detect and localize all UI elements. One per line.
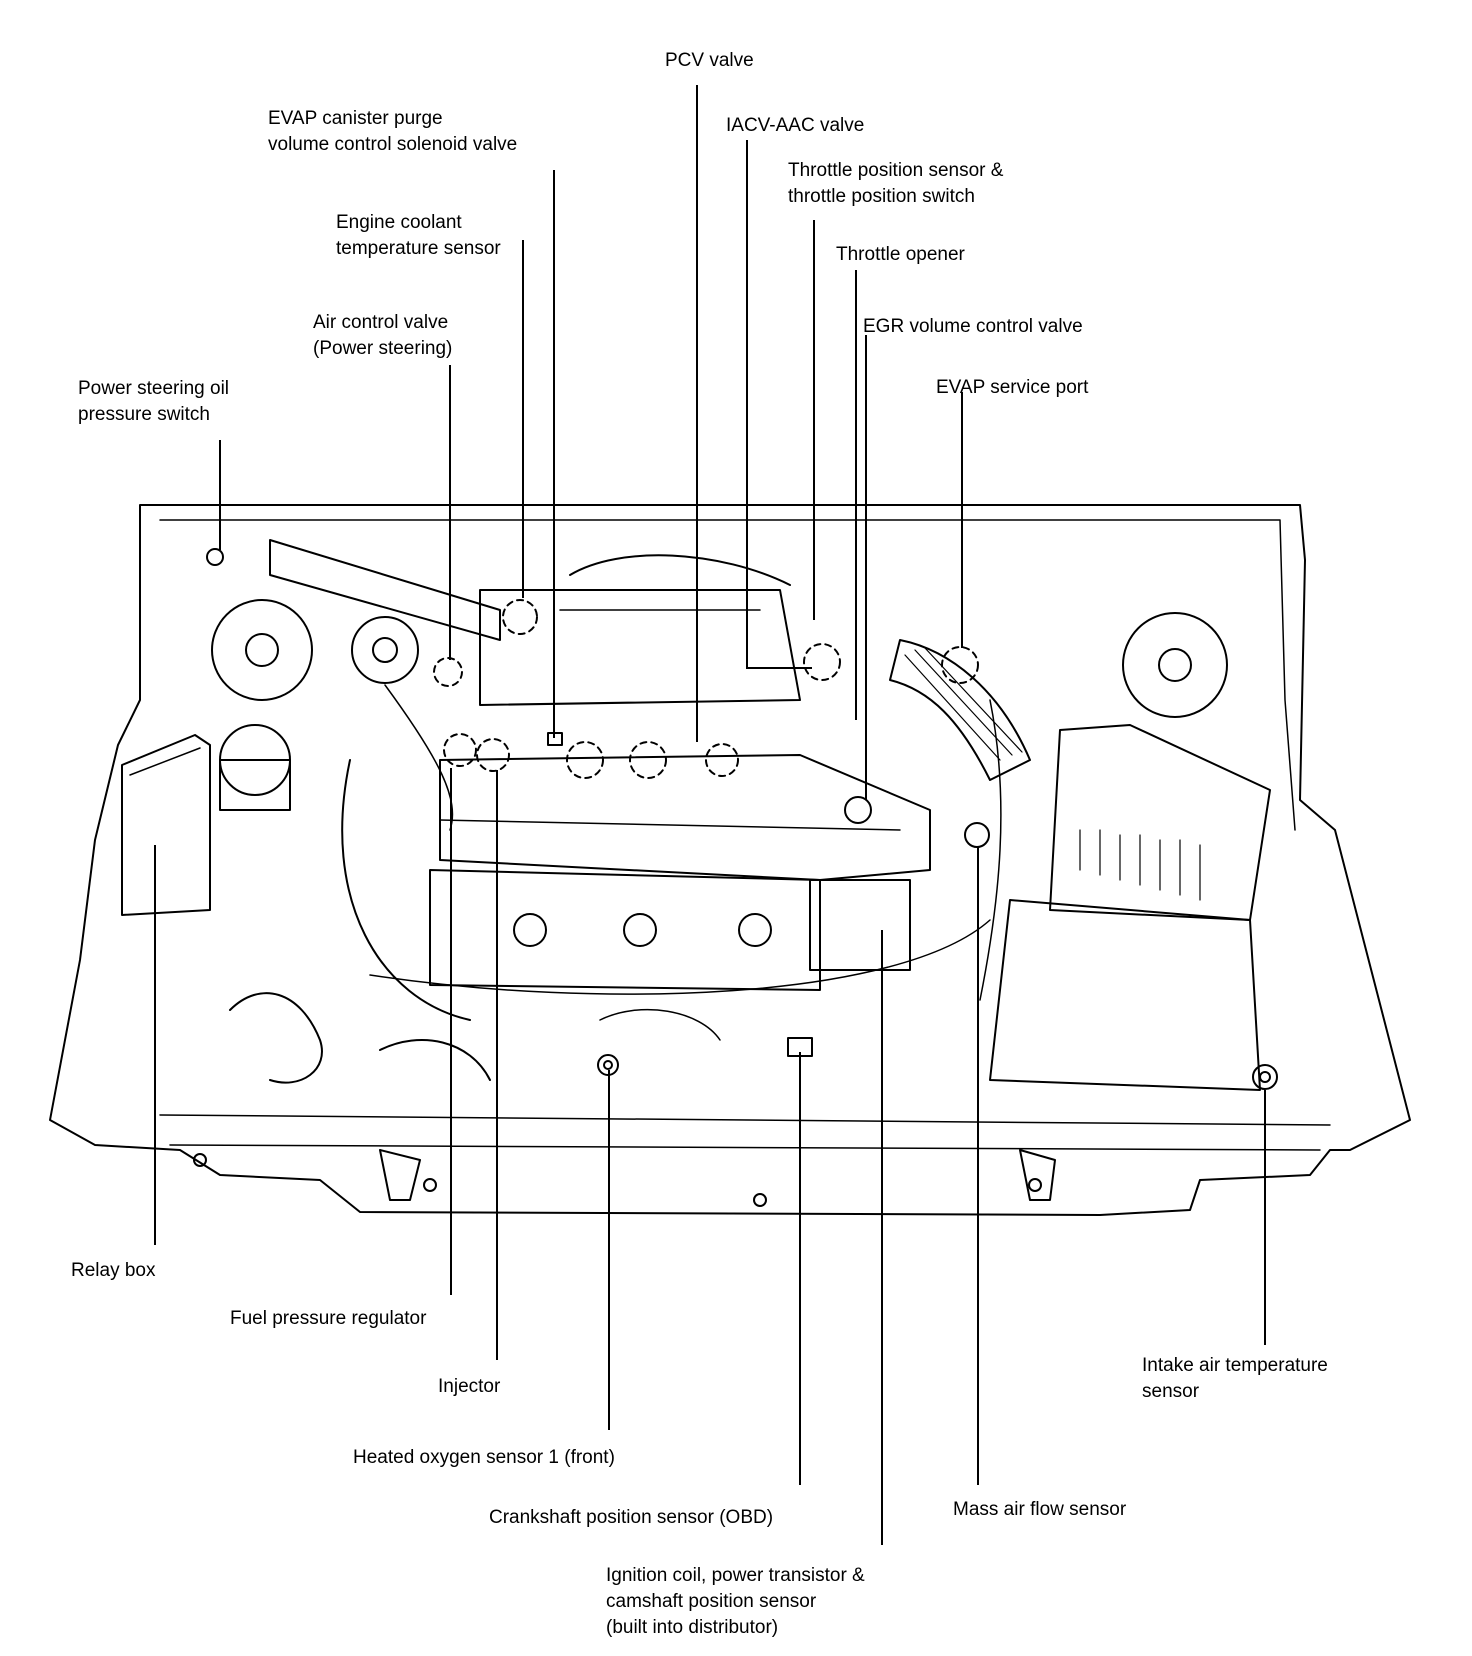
label-evap-canister-purge: EVAP canister purge volume control solen… (268, 108, 518, 155)
label-intake-air-temperature-sensor: Intake air temperature sensor (1142, 1355, 1328, 1402)
label-air-control-valve: Air control valve (Power steering) (313, 312, 453, 359)
air-cleaner (1049, 724, 1271, 921)
battery (989, 899, 1261, 1091)
label-mass-air-flow-sensor: Mass air flow sensor (953, 1499, 1127, 1520)
relay-box-shape (121, 734, 211, 916)
engine-bay-outline (49, 504, 1411, 1216)
label-throttle-opener: Throttle opener (836, 244, 965, 265)
bay-inner-edge (159, 519, 1296, 831)
reservoir (351, 616, 419, 684)
label-crankshaft-position-sensor: Crankshaft position sensor (OBD) (489, 1507, 774, 1528)
label-engine-coolant-temperature-sensor: Engine coolant temperature sensor (336, 212, 501, 259)
valve-cover (429, 869, 821, 991)
intake-duct (889, 639, 1031, 781)
label-ignition-coil: Ignition coil, power transistor & camsha… (606, 1565, 865, 1638)
distributor (809, 879, 911, 971)
label-relay-box: Relay box (71, 1260, 156, 1281)
label-heated-oxygen-sensor: Heated oxygen sensor 1 (front) (353, 1447, 615, 1468)
leader-iacv (746, 140, 812, 669)
strut-tower-right (1122, 612, 1228, 718)
strut-tower-left (211, 599, 313, 701)
label-pcv-valve: PCV valve (665, 50, 754, 71)
label-throttle-position-sensor: Throttle position sensor & throttle posi… (788, 160, 1004, 207)
label-injector: Injector (438, 1376, 501, 1397)
label-fuel-pressure-regulator: Fuel pressure regulator (230, 1308, 427, 1329)
label-egr-volume-control-valve: EGR volume control valve (863, 316, 1083, 337)
upper-hose (269, 539, 501, 641)
label-iacv-aac-valve: IACV-AAC valve (726, 115, 865, 136)
radiator-support (159, 1114, 1331, 1126)
label-power-steering-oil-pressure-switch: Power steering oil pressure switch (78, 378, 230, 425)
intake-manifold (479, 589, 801, 706)
label-evap-service-port: EVAP service port (936, 377, 1089, 398)
cylinder-head (439, 754, 931, 881)
